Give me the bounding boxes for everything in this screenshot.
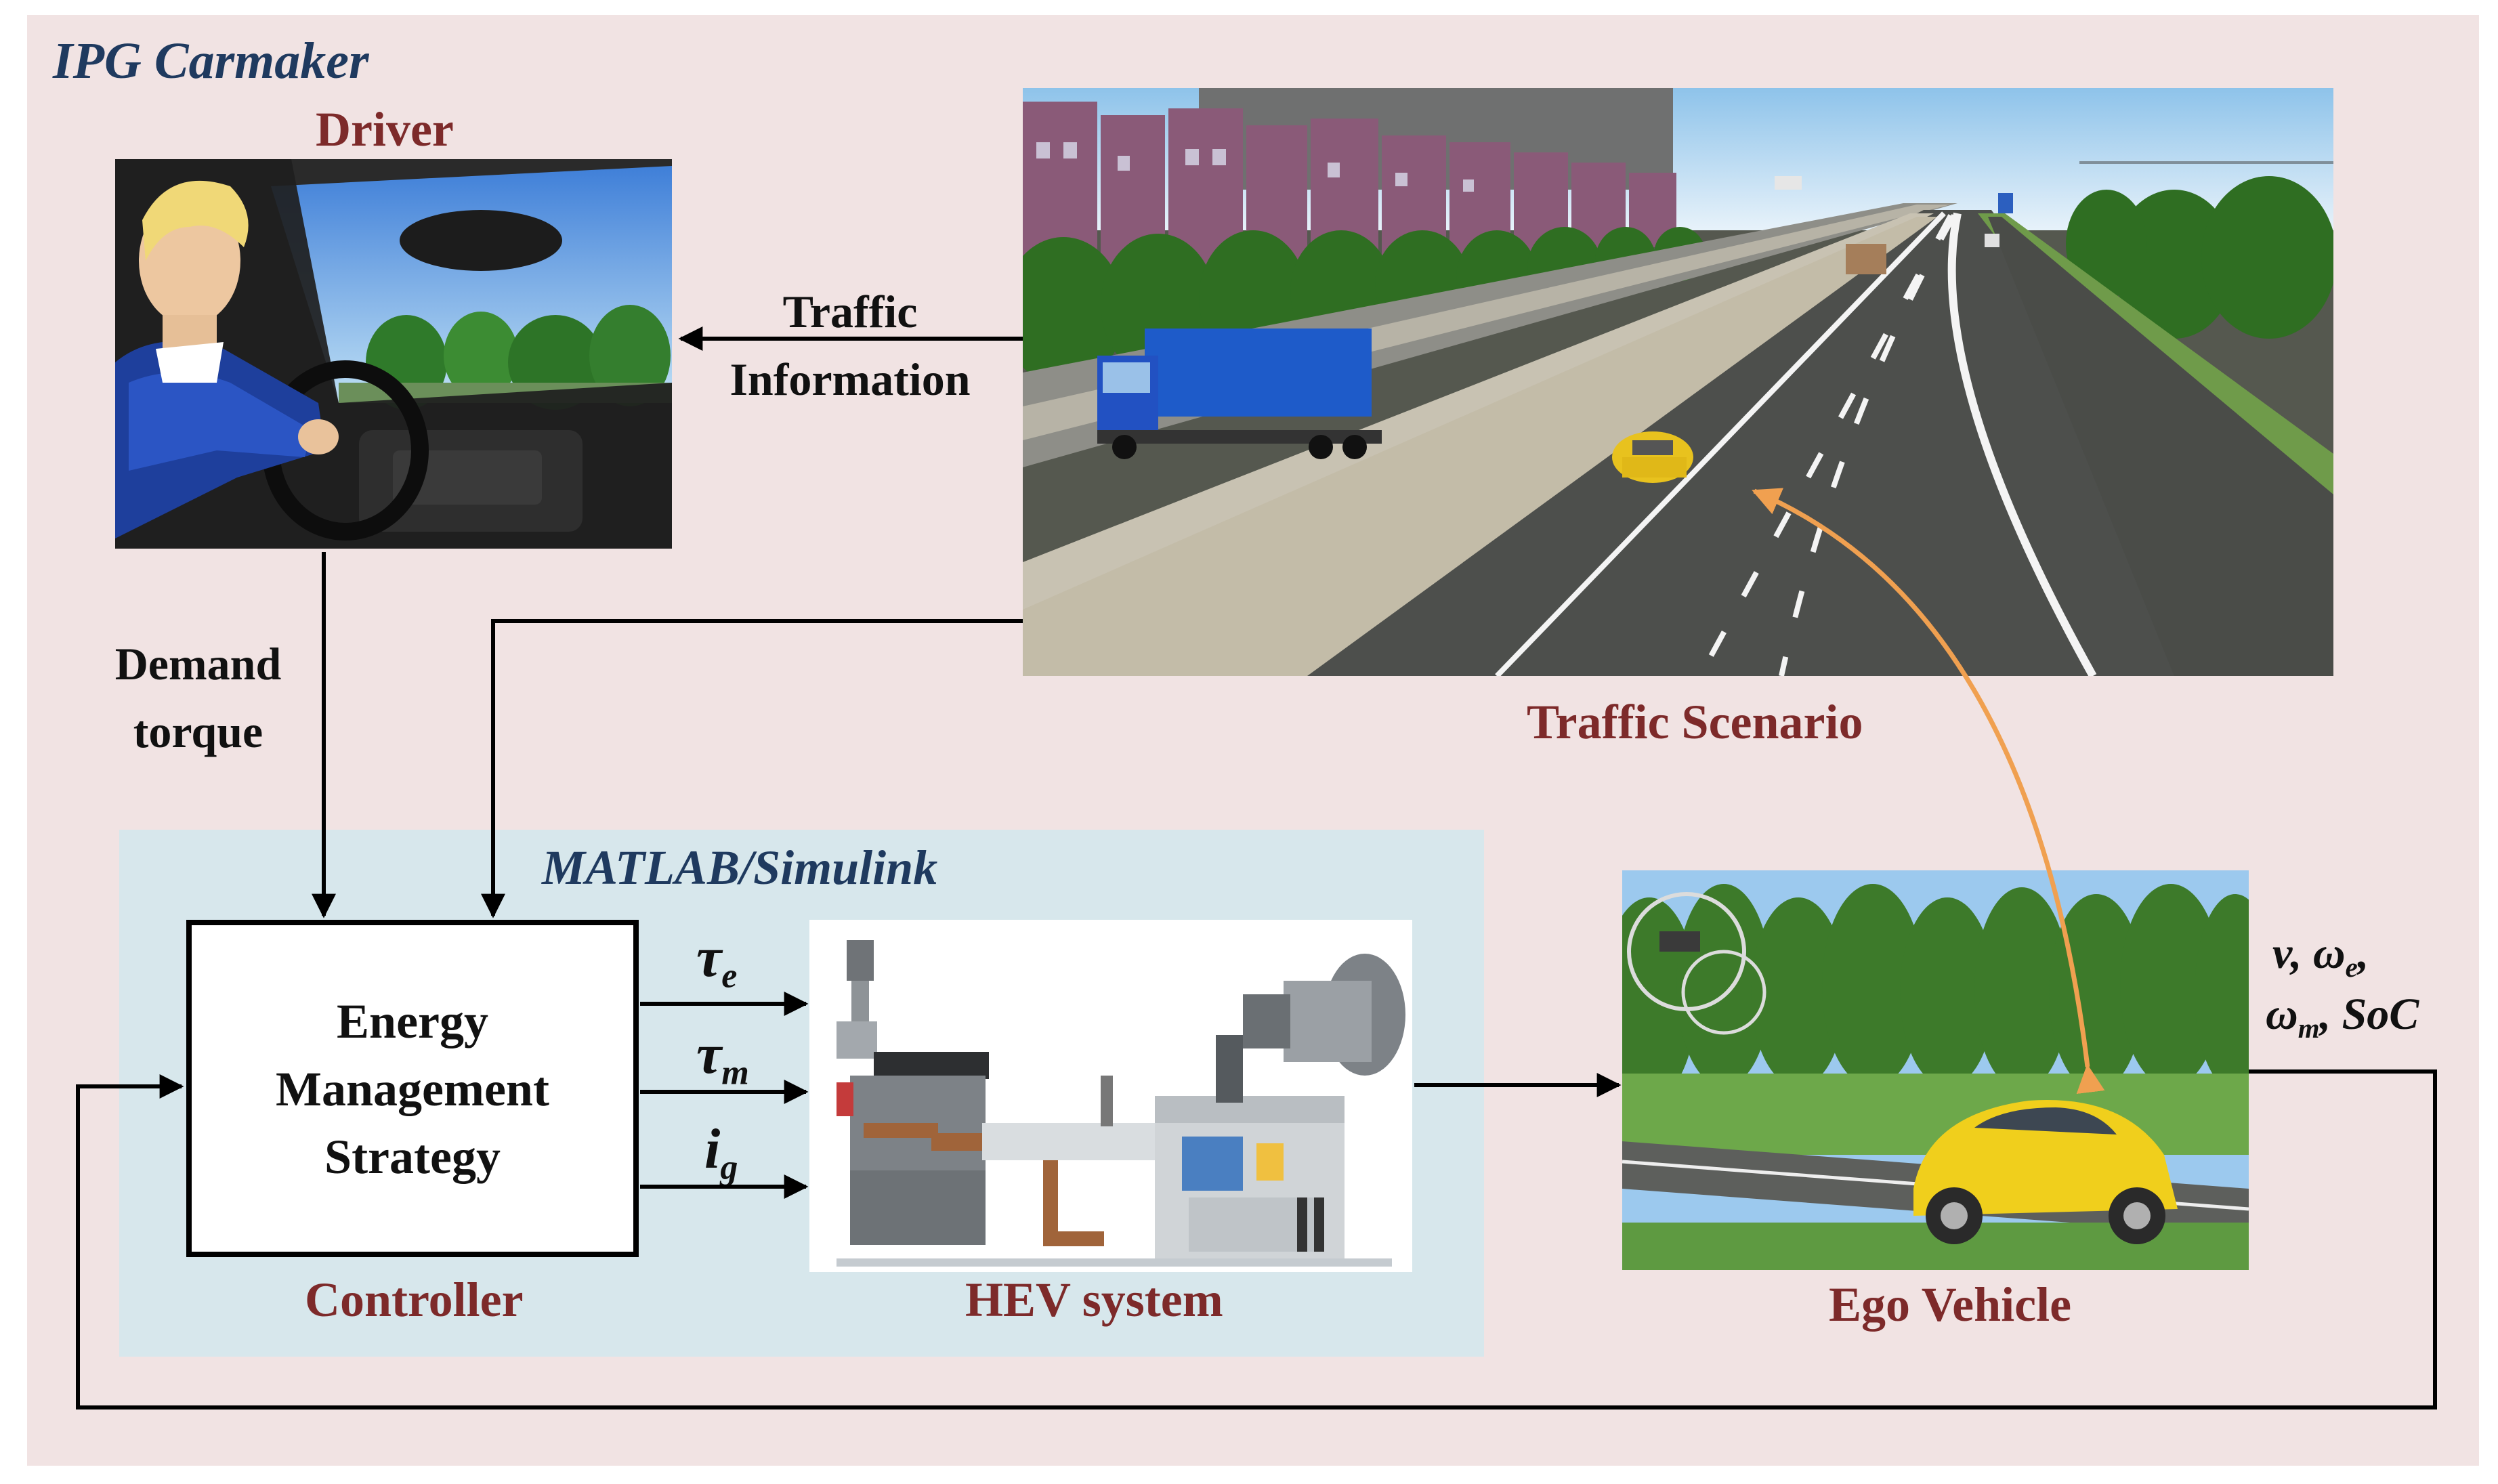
output-omega-m-sep: , <box>2319 990 2342 1039</box>
signal-tau-m: τm <box>696 1026 749 1091</box>
ipg-carmaker-title: IPG Carmaker <box>53 33 369 89</box>
output-omega-m: ω <box>2266 990 2298 1039</box>
traffic-information-line1: Traffic <box>782 286 918 337</box>
signal-tau-e-sub: e <box>721 956 738 996</box>
traffic-information-label: Traffic Information <box>708 278 992 413</box>
signal-i-g-sub: g <box>720 1148 738 1187</box>
hev-test-bench-icon <box>809 920 1412 1272</box>
ems-line-strategy: Strategy <box>324 1130 501 1184</box>
ego-vehicle-caption: Ego Vehicle <box>1829 1277 2072 1332</box>
demand-torque-line1: Demand <box>114 638 282 690</box>
yellow-car <box>1612 431 1693 483</box>
demand-torque-label: Demand torque <box>81 630 315 765</box>
traffic-scenario-caption: Traffic Scenario <box>1527 695 1863 749</box>
output-v: v <box>2272 929 2291 978</box>
output-omega-e-sep: , <box>2357 929 2369 978</box>
output-omega-e-sub: e <box>2345 952 2358 983</box>
demand-torque-line2: torque <box>133 706 263 757</box>
output-line-1: v, ωe, <box>2272 931 2369 982</box>
energy-management-strategy-text: Energy Management Strategy <box>192 988 633 1191</box>
driver-caption: Driver <box>316 102 454 156</box>
output-v-sep: , <box>2290 929 2313 978</box>
output-soc: SoC <box>2342 990 2419 1039</box>
ems-line-energy: Energy <box>337 994 488 1048</box>
traffic-information-line2: Information <box>729 354 971 405</box>
output-omega-m-sub: m <box>2298 1013 2320 1044</box>
signal-tau-m-base: τ <box>696 1023 722 1086</box>
signal-i-g-base: i <box>704 1118 721 1181</box>
highway-scene-image <box>1023 88 2333 676</box>
matlab-simulink-title: MATLAB/Simulink <box>542 841 938 895</box>
driver-cockpit-icon <box>115 159 672 549</box>
output-omega-e: ω <box>2312 929 2346 978</box>
signal-tau-e-base: τ <box>696 926 722 989</box>
energy-management-strategy-box: Energy Management Strategy <box>186 920 639 1257</box>
signal-tau-e: τe <box>696 929 737 994</box>
blue-truck <box>1097 328 1382 459</box>
ego-vehicle-icon <box>1622 870 2249 1270</box>
output-line-2: ωm, SoC <box>2266 992 2419 1043</box>
highway-scene-icon <box>1023 88 2333 676</box>
ems-line-management: Management <box>276 1062 549 1116</box>
signal-tau-m-sub: m <box>721 1053 749 1093</box>
signal-i-g: ig <box>704 1121 738 1186</box>
ego-vehicle-image <box>1622 870 2249 1270</box>
hev-system-caption: HEV system <box>965 1273 1223 1327</box>
driver-cockpit-image <box>115 159 672 549</box>
hev-test-bench-image <box>809 920 1412 1272</box>
controller-caption: Controller <box>305 1273 524 1327</box>
